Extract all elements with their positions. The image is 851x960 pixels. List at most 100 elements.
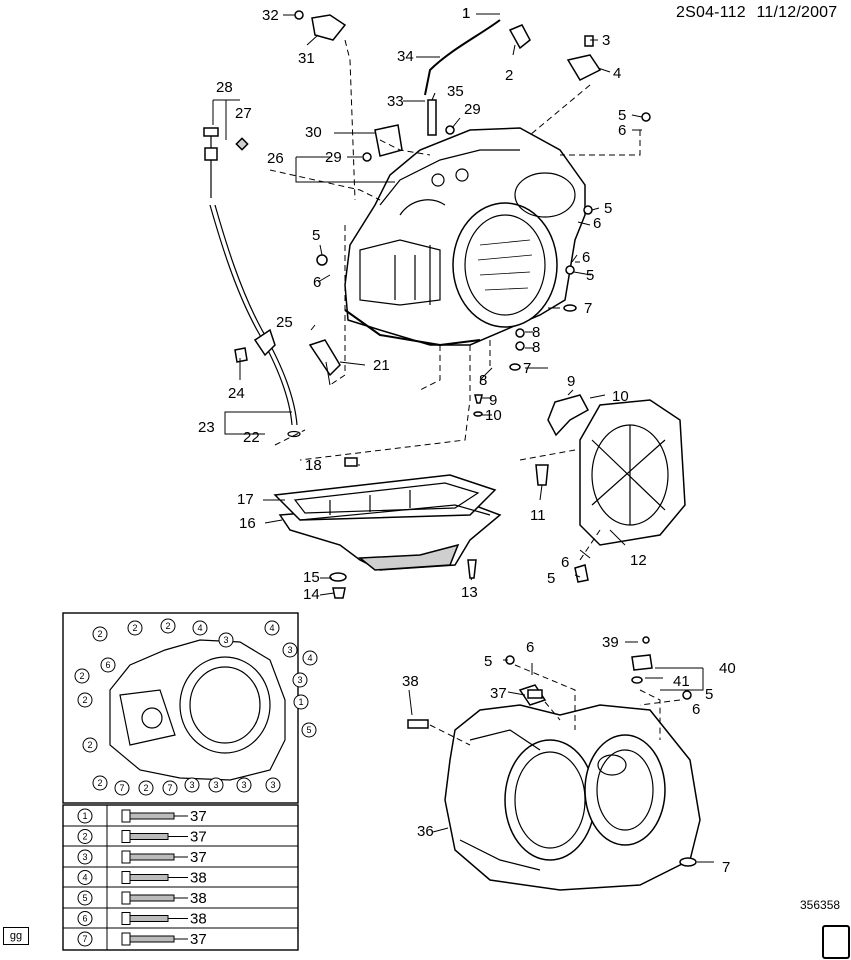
legend-bolt-shank [129,935,175,943]
callout-38: 38 [402,673,419,690]
inset-bolt-marker [236,777,252,793]
gm-spo-logo [822,925,850,959]
callout-13: 13 [461,584,478,601]
side-cover [579,399,686,546]
callout-21: 21 [373,357,390,374]
corner-tag: gg [3,927,29,945]
inset-bolt-marker [162,780,178,796]
callout-27: 27 [235,105,252,122]
callout-1: 1 [462,5,470,22]
inset-bolt-key: 3 [223,635,228,645]
legend-key: 1 [82,811,87,821]
callout-6: 6 [618,122,626,139]
callout-34: 34 [397,48,414,65]
callout-24: 24 [228,385,245,402]
callout-5-4: 5 [312,227,320,244]
inset-bolt-key: 3 [241,780,246,790]
callout-30: 30 [305,124,322,141]
legend-key: 7 [82,934,87,944]
legend-key-circle [77,808,93,824]
inset-bolt-marker [92,775,108,791]
legend-part-number: 38 [190,890,207,907]
legend-bolt-head [121,932,131,946]
inset-bolt-marker [218,632,234,648]
inset-bolt-key: 3 [270,780,275,790]
legend-bolt-head [121,912,131,925]
inset-bolt-marker [302,650,318,666]
bracket-part-10 [547,394,590,437]
legend-key-circle [77,890,93,906]
callout-5-3: 5 [586,267,594,284]
callout-8: 8 [532,324,540,341]
inset-bolt-key: 2 [165,621,170,631]
inset-bolt-marker [264,620,280,636]
callout-26: 26 [267,150,284,167]
callout-14: 14 [303,586,320,603]
callout-41: 41 [673,673,690,690]
inset-bolt-key: 3 [213,780,218,790]
legend-bolt-shank [129,812,175,820]
callout-4: 4 [613,65,621,82]
inset-bolt-marker [160,618,176,634]
inset-bolt-marker [282,642,298,658]
legend-key-circle [77,829,93,844]
legend-part-number: 37 [190,829,207,846]
oil-pan [273,474,502,571]
inset-bolt-key: 4 [307,653,312,663]
inset-bolt-key: 2 [97,778,102,788]
callout-10-2: 10 [612,388,629,405]
inset-bolt-key: 4 [269,623,274,633]
callout-25: 25 [276,314,293,331]
callout-29-2: 29 [325,149,342,166]
callout-9: 9 [489,392,497,409]
inset-bolt-key: 3 [189,780,194,790]
legend-part-number: 37 [190,931,207,948]
callout-1-2: 1 [462,5,470,22]
callout-23: 23 [198,419,215,436]
callout-36: 36 [417,823,434,840]
callout-35: 35 [447,83,464,100]
top-components [294,10,651,599]
inset-bolt-marker [138,780,154,796]
inset-bolt-marker [293,694,309,710]
legend-bolt-head [121,830,131,843]
document-code: 2S04-112 11/12/2007 [676,4,837,22]
legend-key: 3 [82,852,87,862]
callout-5-5: 5 [547,570,555,587]
callout-3: 3 [602,32,610,49]
figure-number: 356358 [800,898,841,912]
callout-18: 18 [305,457,322,474]
inset-bolt-key: 4 [197,623,202,633]
callout-32: 32 [262,7,279,24]
legend-part-number: 38 [190,911,207,928]
doc-date: 11/12/2007 [756,4,838,21]
callout-12: 12 [630,552,647,569]
legend-bolt-head [121,891,131,905]
callout-6-3: 6 [582,249,590,266]
callout-22: 22 [243,429,260,446]
legend-key-circle [77,870,93,885]
inset-bolt-key: 2 [143,783,148,793]
inset-bolt-key: 7 [167,783,172,793]
legend-key: 4 [82,873,87,883]
inset-bolt-marker [192,620,208,636]
inset-bolt-key: 2 [132,623,137,633]
doc-code: 2S04-112 [676,4,746,21]
callout-5-2: 5 [604,200,612,217]
inset-bolt-marker [184,777,200,793]
legend-bolt-shank [129,894,175,902]
inset-bolt-key: 2 [97,629,102,639]
inset-bolt-marker [92,626,108,642]
inset-bolt-key: 7 [119,783,124,793]
callout-10: 10 [485,407,502,424]
legend-bolt-shank [129,915,169,922]
callout-29: 29 [464,101,481,118]
inset-bolt-key: 3 [297,675,302,685]
inset-bolt-marker [74,668,90,684]
transmission-case [344,127,586,347]
callout-6-7: 6 [692,701,700,718]
inset-bolt-marker [77,692,93,708]
